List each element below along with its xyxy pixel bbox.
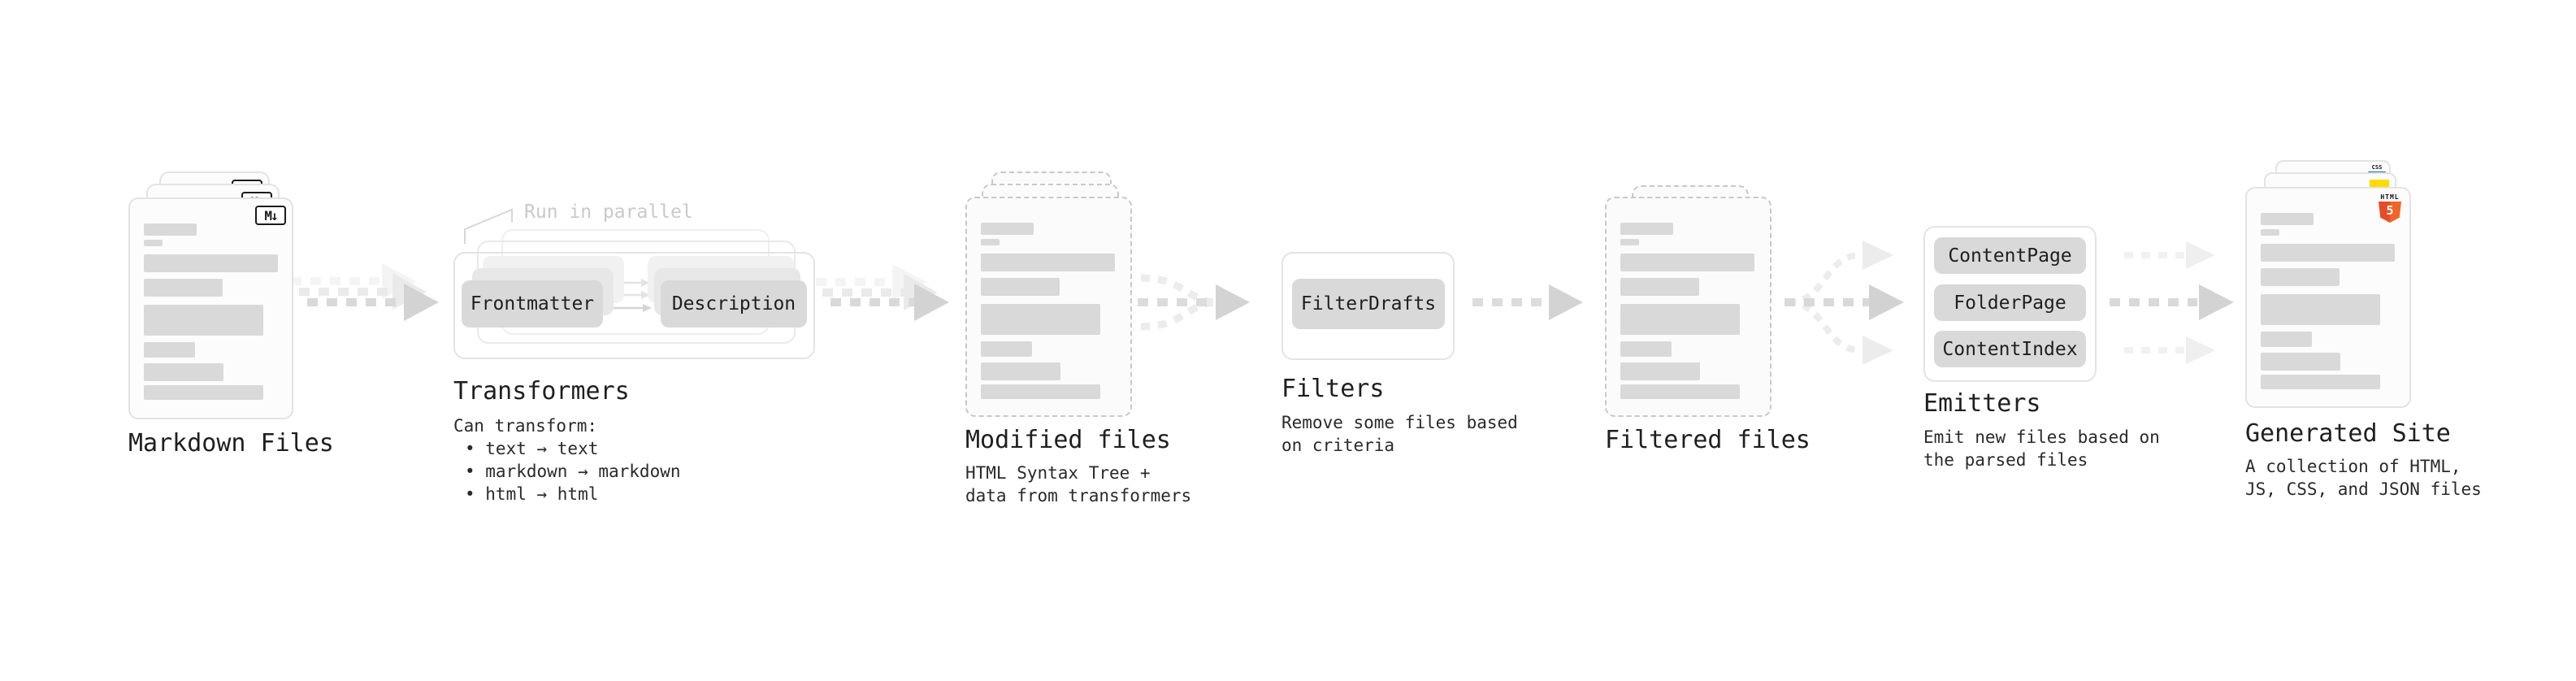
content-placeholder-bar — [144, 385, 263, 400]
stage-title: Transformers — [453, 377, 630, 406]
content-placeholder-bar — [981, 341, 1032, 357]
arrow-markdown-to-transformers — [291, 263, 439, 321]
content-placeholder-bar — [1620, 341, 1672, 357]
document-card: M↓ — [128, 197, 293, 419]
html5-icon: HTML 5 — [2378, 193, 2402, 223]
description-line: Can transform: — [453, 416, 598, 436]
run-in-parallel-note: Run in parallel — [524, 202, 693, 223]
arrow-emitters-to-site — [2110, 241, 2234, 364]
content-placeholder-bar — [2261, 332, 2312, 347]
chip-folderpage: FolderPage — [1934, 284, 2086, 321]
content-placeholder-bar — [1620, 304, 1740, 335]
chip-filterdrafts: FilterDrafts — [1292, 279, 1445, 329]
content-placeholder-bar — [1620, 384, 1740, 399]
content-placeholder-bar — [2261, 268, 2340, 286]
content-placeholder-bar — [144, 279, 223, 297]
content-placeholder-bar — [981, 239, 1000, 245]
content-placeholder-bar — [981, 362, 1060, 380]
stage-title: Modified files — [965, 426, 1171, 454]
content-placeholder-bar — [144, 254, 278, 272]
chip-contentpage: ContentPage — [1934, 237, 2086, 274]
stage-title: Filtered files — [1605, 426, 1811, 454]
description-line: HTML Syntax Tree + — [965, 463, 1151, 483]
chip-frontmatter: Frontmatter — [462, 280, 603, 327]
document-card — [965, 197, 1132, 417]
chip-description: Description — [661, 280, 807, 327]
stage-description: A collection of HTML, JS, CSS, and JSON … — [2245, 455, 2482, 501]
arrow-filtered-to-emitters — [1785, 241, 1904, 365]
content-placeholder-bar — [144, 223, 197, 236]
content-placeholder-bar — [2261, 213, 2314, 225]
transformer-container — [453, 252, 815, 359]
arrow-filters-to-filtered — [1472, 284, 1583, 320]
description-line: • text → text — [465, 439, 599, 458]
content-placeholder-bar — [1620, 223, 1673, 235]
content-placeholder-bar — [2261, 244, 2395, 262]
description-line: JS, CSS, and JSON files — [2245, 479, 2482, 499]
content-placeholder-bar — [981, 278, 1060, 296]
content-placeholder-bar — [144, 305, 263, 336]
content-placeholder-bar — [2261, 353, 2340, 371]
content-placeholder-bar — [981, 254, 1115, 271]
stage-description: HTML Syntax Tree + data from transformer… — [965, 462, 1191, 507]
description-line: Remove some files based — [1281, 413, 1518, 432]
description-line: • markdown → markdown — [465, 462, 681, 481]
content-placeholder-bar — [2261, 229, 2279, 236]
js-icon — [2370, 180, 2389, 189]
description-line: on criteria — [1281, 436, 1395, 455]
content-placeholder-bar — [1620, 239, 1639, 245]
markdown-icon: M↓ — [255, 206, 286, 225]
chip-contentindex: ContentIndex — [1934, 331, 2086, 367]
content-placeholder-bar — [144, 342, 195, 358]
description-line: • html → html — [465, 484, 599, 504]
description-line: A collection of HTML, — [2245, 457, 2461, 476]
stage-title: Generated Site — [2245, 419, 2451, 448]
description-line: Emit new files based on — [1923, 427, 2160, 447]
stage-description: Remove some files based on criteria — [1281, 411, 1518, 457]
arrow-transformers-to-modified — [816, 264, 949, 321]
document-card: HTML 5 — [2245, 187, 2411, 408]
stage-description: Can transform: • text → text • markdown … — [453, 414, 681, 505]
document-card — [1605, 197, 1772, 417]
content-placeholder-bar — [981, 223, 1034, 235]
description-line: the parsed files — [1923, 450, 2088, 470]
content-placeholder-bar — [144, 363, 223, 381]
content-placeholder-bar — [981, 304, 1100, 335]
content-placeholder-bar — [2261, 375, 2380, 389]
stage-title: Filters — [1281, 375, 1385, 403]
content-placeholder-bar — [2261, 294, 2380, 325]
content-placeholder-bar — [1620, 278, 1699, 296]
content-placeholder-bar — [981, 384, 1100, 399]
content-placeholder-bar — [1620, 254, 1754, 271]
content-placeholder-bar — [144, 240, 163, 246]
stage-title: Emitters — [1923, 389, 2041, 418]
arrow-modified-to-filters — [1138, 274, 1250, 331]
stage-description: Emit new files based on the parsed files — [1923, 426, 2160, 471]
content-placeholder-bar — [1620, 362, 1700, 380]
stage-title: Markdown Files — [128, 429, 334, 458]
description-line: data from transformers — [965, 486, 1192, 505]
